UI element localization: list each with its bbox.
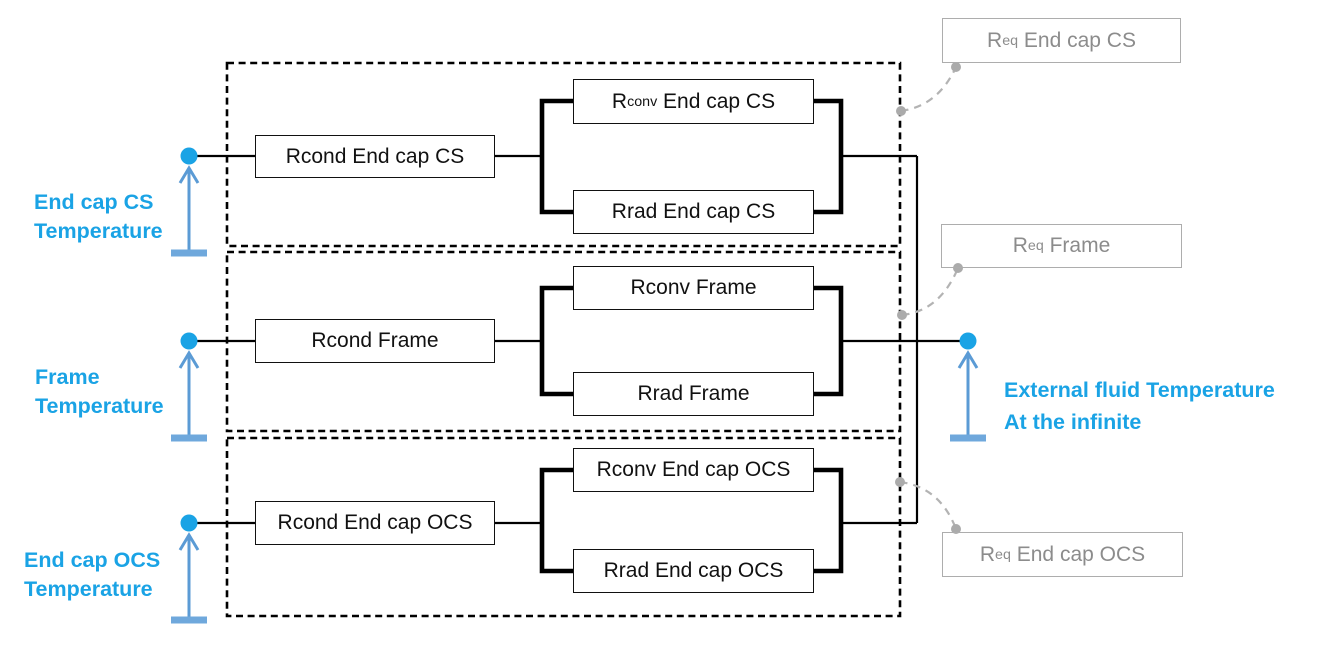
label-line: External fluid Temperature [1004, 378, 1275, 402]
label-text: Rrad End cap OCS [603, 559, 784, 582]
endcap-ocs-dashed-box [225, 436, 902, 618]
label-text: End cap CS [657, 89, 776, 113]
req-endcap-cs-connector [896, 62, 961, 116]
label-text: Rconv End cap OCS [596, 458, 791, 481]
label-line: Temperature [35, 394, 164, 418]
frame-node-dot [180, 332, 198, 350]
frame-temperature-probe [171, 350, 207, 442]
frame-temperature-label: Frame Temperature [35, 363, 164, 421]
parallel-left-bracket [539, 98, 573, 215]
frame-wires [197, 285, 960, 397]
connector-dot [896, 106, 906, 116]
endcap-cs-node-dot [180, 147, 198, 165]
connector-dot [897, 310, 907, 320]
rconv-endcap-ocs-box: Rconv End cap OCS [573, 448, 814, 492]
label-text: Rcond End cap OCS [277, 511, 473, 534]
connector-dot [953, 263, 963, 273]
endcap-ocs-temperature-probe [171, 532, 207, 624]
label-line: End cap CS [34, 190, 154, 214]
label-text: Rrad End cap CS [611, 200, 776, 223]
label-text: End cap OCS [1010, 542, 1146, 566]
parallel-right-bracket [814, 285, 844, 397]
connector-dot [895, 477, 905, 487]
rcond-endcap-cs-box: Rcond End cap CS [255, 135, 495, 178]
label-line: End cap OCS [24, 548, 161, 572]
label-text: End cap CS [1018, 28, 1136, 52]
label-line: At the infinite [1004, 410, 1142, 434]
external-fluid-temperature-probe [950, 350, 986, 442]
rcond-endcap-ocs-box: Rcond End cap OCS [255, 501, 495, 545]
external-fluid-temperature-label: External fluid Temperature At the infini… [1004, 374, 1275, 438]
label-text: R [979, 542, 996, 566]
req-endcap-ocs-connector [895, 477, 961, 534]
label-line: Frame [35, 365, 100, 389]
rrad-frame-box: Rrad Frame [573, 372, 814, 416]
parallel-right-bracket [814, 467, 844, 574]
label-line: Temperature [24, 577, 153, 601]
rconv-frame-box: Rconv Frame [573, 266, 814, 310]
label-text: Rconv Frame [630, 276, 757, 299]
label-text: R [1012, 234, 1028, 257]
parallel-right-bracket [814, 98, 844, 215]
endcap-cs-temperature-label: End cap CS Temperature [34, 188, 163, 246]
endcap-cs-dashed-box [225, 61, 902, 248]
callout-curve [899, 480, 958, 530]
rrad-endcap-ocs-box: Rrad End cap OCS [573, 549, 814, 593]
arrow-up-icon [178, 350, 200, 369]
parallel-left-bracket [539, 285, 573, 397]
label-text: R [987, 28, 1003, 52]
parallel-left-bracket [539, 467, 573, 574]
arrow-up-icon [957, 350, 979, 369]
label-text: Rcond Frame [311, 329, 439, 352]
callout-curve [901, 267, 960, 317]
endcap-ocs-temperature-label: End cap OCS Temperature [24, 546, 160, 604]
connector-dot [951, 62, 961, 72]
endcap-cs-wires [197, 98, 917, 215]
rcond-frame-box: Rcond Frame [255, 319, 495, 363]
endcap-cs-temperature-probe [171, 165, 207, 257]
external-fluid-node-dot [959, 332, 977, 350]
label-text: Rcond End cap CS [285, 144, 465, 168]
callout-curve [900, 66, 957, 113]
connector-dot [951, 524, 961, 534]
rrad-endcap-cs-box: Rrad End cap CS [573, 190, 814, 234]
label-text: Rrad Frame [637, 382, 750, 405]
arrow-up-icon [178, 165, 200, 184]
arrow-up-icon [178, 532, 200, 551]
label-text: Frame [1043, 234, 1111, 257]
endcap-ocs-node-dot [180, 514, 198, 532]
req-frame-connector [897, 263, 963, 320]
label-text: R [611, 89, 628, 113]
endcap-ocs-wires [197, 467, 917, 574]
label-line: Temperature [34, 219, 163, 243]
